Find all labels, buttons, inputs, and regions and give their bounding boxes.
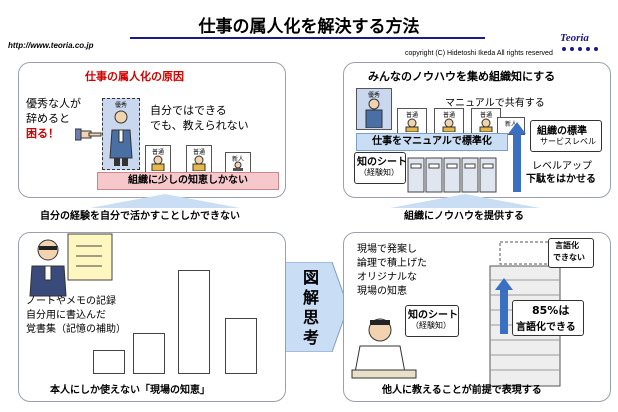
worker-icon [405, 118, 419, 132]
up-arrow-left [90, 194, 240, 208]
levelup-sub: 下駄をはかせる [526, 174, 596, 185]
org-title: みんなのノウハウを集め組織知にする [368, 70, 556, 83]
center-char-2: 解 [302, 288, 319, 307]
logo-text: Teoria [560, 32, 589, 44]
chishiki-title-bottom: 知のシート [408, 310, 458, 321]
thinking-worker-icon [351, 318, 417, 379]
site-url: http://www.teoria.co.jp [8, 41, 94, 50]
gengo-box [548, 238, 594, 268]
level-up-arrow [508, 122, 526, 192]
pct-line2: 言語化できる [516, 322, 576, 333]
up-arrow-85 [495, 278, 513, 334]
pct-line1: 85%は [532, 304, 570, 317]
org-standard-title: 組織の標準 [537, 126, 587, 137]
levelup-text: レベルアップ [532, 161, 592, 172]
chishiki-sub-top: （経験知） [359, 168, 399, 177]
cause-bar: 組織に少しの知恵しかない [97, 172, 279, 190]
chart-bar-1 [93, 350, 125, 374]
businessman-icon [109, 110, 133, 166]
shinjin-card: 新人 [225, 152, 251, 173]
copyright-text: copyright (C) Hidetoshi Ikeda All rights… [405, 50, 553, 57]
field-line2: 論理で積上げた [357, 258, 427, 269]
bottom-right-footer: 他人に教えることが前提で表現する [382, 385, 542, 396]
page-title: 仕事の属人化を解決する方法 [198, 17, 420, 37]
chart-bar-3 [178, 270, 210, 374]
center-char-3: 思 [302, 308, 319, 327]
businessman-icon [365, 98, 383, 128]
org-futsu-card-3: 普通 [471, 108, 501, 134]
chart-bar-4 [225, 318, 257, 374]
cause-left-line2: 辞めると [26, 112, 70, 125]
chishiki-box-bottom [405, 305, 459, 337]
field-line4: 現場の知恵 [357, 286, 407, 297]
cause-title: 仕事の属人化の原因 [85, 70, 184, 83]
org-yushu-card: 優秀 [356, 88, 392, 130]
share-text: マニュアルで共有する [445, 98, 545, 109]
notebook-icon [67, 233, 113, 281]
center-arrow-shape [276, 262, 348, 352]
org-tag-futsu-3: 普通 [479, 112, 492, 119]
tag-yushu: 優秀 [114, 102, 127, 109]
note-line1: ノートやメモの記録 [26, 296, 116, 307]
org-tag-futsu-1: 普通 [405, 112, 418, 119]
center-char-1: 図 [302, 268, 319, 287]
cause-right-line1: 自分ではできる [150, 104, 227, 117]
tag-shinjin: 新人 [231, 156, 244, 163]
office-worker-icon [29, 239, 67, 297]
org-standard-sub: サービスレベル [540, 137, 596, 146]
field-line3: オリジナルな [357, 272, 417, 283]
tag-futsu-2: 普通 [192, 149, 205, 156]
worker-icon [192, 155, 206, 171]
org-tag-futsu-2: 普通 [442, 112, 455, 119]
gengo-line1: 言語化 [555, 241, 579, 250]
org-futsu-card-1: 普通 [397, 108, 427, 134]
org-futsu-card-2: 普通 [434, 108, 464, 134]
up-arrow-right [390, 194, 540, 208]
worker-icon [479, 118, 493, 132]
newbie-icon [233, 161, 243, 171]
arrow-label-right: 組織にノウハウを提供する [404, 211, 524, 222]
futsu-card-2: 普通 [186, 145, 212, 173]
pct-box [512, 300, 584, 336]
manual-binders-icon [407, 157, 497, 193]
note-line3: 覚書集（記憶の補助） [26, 324, 126, 335]
org-tag-yushu: 優秀 [367, 92, 380, 99]
bottom-left-footer: 本人にしか使えない「現場の知恵」 [50, 385, 210, 396]
gengo-line2: できない [553, 253, 585, 262]
chishiki-box-top [354, 152, 406, 184]
cause-right-line2: でも、教えられない [150, 119, 249, 132]
center-char-4: 考 [302, 328, 319, 347]
chishiki-title-top: 知のシート [357, 157, 407, 168]
tag-futsu-1: 普通 [151, 149, 164, 156]
excellent-person-frame: 優秀 [102, 98, 140, 170]
cause-left-line1: 優秀な人が [26, 97, 81, 110]
arrow-label-left: 自分の経験を自分で活かすことしかできない [40, 211, 240, 222]
chishiki-sub-bottom: （経験知） [411, 321, 451, 330]
futsu-card-1: 普通 [145, 145, 171, 173]
org-tag-shinjin: 新人 [504, 121, 517, 128]
field-line1: 現場で発案し [357, 244, 417, 255]
worker-icon [442, 118, 456, 132]
logo-dots-icon [562, 47, 598, 51]
standardize-bar: 仕事をマニュアルで標準化 [356, 133, 508, 151]
org-standard-box [530, 120, 602, 152]
pointing-hand-icon [75, 128, 102, 141]
worker-icon [151, 155, 165, 171]
cause-left-line3: 困る！ [26, 127, 59, 140]
logo: Teoria [560, 32, 608, 51]
title-underline [130, 37, 485, 39]
chart-bar-2 [133, 333, 165, 374]
note-line2: 自分用に書込んだ [26, 310, 106, 321]
